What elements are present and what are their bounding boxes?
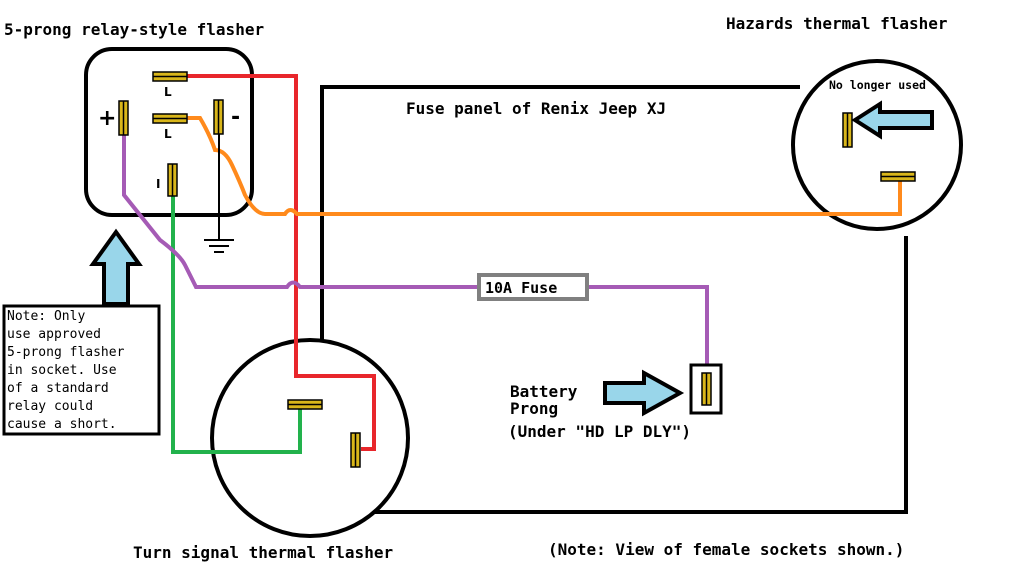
purple-wire <box>122 132 709 378</box>
relay-pin-label-top-l: L <box>164 85 172 99</box>
hazards-prong-horizontal <box>880 171 916 182</box>
note-line: in socket. Use <box>7 363 117 378</box>
note-line: of a standard <box>7 381 109 396</box>
relay-pin-label-mid-l: L <box>164 127 172 141</box>
fuse-label: 10A Fuse <box>485 279 557 297</box>
ground-symbol <box>204 130 234 253</box>
note-arrow-icon <box>89 228 143 306</box>
green-wire <box>171 192 302 454</box>
battery-label-line2: Prong <box>510 399 558 418</box>
turn-signal-flasher-title: Turn signal thermal flasher <box>133 543 393 562</box>
hazards-flasher-title: Hazards thermal flasher <box>726 14 948 33</box>
turn-signal-prong-vertical <box>350 432 361 468</box>
orange-wire <box>182 116 902 216</box>
relay-prong-top-l <box>152 71 188 82</box>
battery-label-line1: Battery <box>510 382 578 401</box>
relay-prong-plus <box>118 100 129 136</box>
relay-pin-label-i: I <box>156 177 160 191</box>
note-line: use approved <box>7 327 101 342</box>
relay-prong-minus <box>213 99 224 135</box>
note-line: Note: Only <box>7 309 85 324</box>
note-box <box>2 304 161 436</box>
fuse-panel-title: Fuse panel of Renix Jeep XJ <box>406 99 666 118</box>
battery-arrow-icon <box>603 369 685 417</box>
hazards-no-longer-used: No longer used <box>829 78 926 92</box>
fuse-panel-outline <box>320 85 908 514</box>
turn-signal-flasher-circle <box>210 338 410 538</box>
red-wire <box>184 74 376 451</box>
battery-label-line3: (Under "HD LP DLY") <box>508 422 691 441</box>
relay-prong-mid-l <box>152 113 188 124</box>
note-line: cause a short. <box>7 417 117 432</box>
hazards-prong-vertical <box>842 112 853 148</box>
hazards-flasher-circle <box>791 59 963 231</box>
turn-signal-prong-horizontal <box>287 399 323 410</box>
relay-prong-i <box>167 163 178 197</box>
fuse-box <box>477 273 589 301</box>
view-note: (Note: View of female sockets shown.) <box>548 540 904 559</box>
relay-flasher-title: 5-prong relay-style flasher <box>4 20 264 39</box>
note-box-text: Note: Only use approved 5-prong flasher … <box>7 309 125 432</box>
relay-pin-label-plus: + <box>98 106 116 131</box>
battery-prong <box>701 372 712 406</box>
relay-flasher-body <box>84 47 254 217</box>
relay-pin-label-minus: - <box>231 105 240 130</box>
note-line: relay could <box>7 399 93 414</box>
hazards-arrow-icon <box>851 100 934 140</box>
note-line: 5-prong flasher <box>7 345 125 360</box>
